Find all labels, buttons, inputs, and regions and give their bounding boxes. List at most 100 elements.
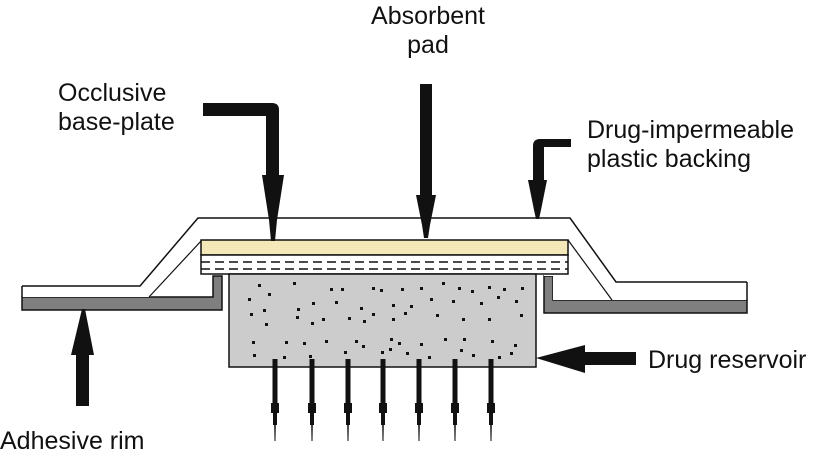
arrow-occlusive-base-plate (203, 103, 284, 241)
microneedle (487, 359, 495, 441)
drug-particles (248, 282, 524, 359)
drug-particle (420, 343, 423, 346)
drug-particle (372, 287, 375, 290)
arrow-plastic-backing (528, 139, 571, 219)
drug-particle (389, 348, 392, 351)
label-backing-line2: plastic backing (587, 145, 751, 173)
drug-particle (263, 309, 266, 312)
label-absorbent-pad: Absorbent pad (363, 2, 493, 60)
drug-particle (363, 320, 366, 323)
microneedle (271, 359, 279, 441)
drug-particle (297, 308, 300, 311)
drug-particle (463, 338, 466, 341)
microneedle (379, 359, 387, 441)
label-drug-reservoir: Drug reservoir (648, 346, 807, 374)
occlusive-base-plate (200, 254, 569, 275)
drug-particle (253, 354, 256, 357)
label-backing-line1: Drug-impermeable (587, 116, 795, 144)
microneedle (344, 359, 352, 441)
drug-particle (444, 338, 447, 341)
drug-particle (460, 349, 463, 352)
backing-inner-line (148, 239, 203, 298)
drug-particle (392, 304, 395, 307)
drug-particle (285, 341, 288, 344)
backing-outer-line (22, 217, 747, 287)
drug-particle (515, 300, 518, 303)
arrow-adhesive-rim (71, 309, 94, 406)
drug-particle (250, 313, 253, 316)
drug-particle (322, 318, 325, 321)
drug-particle (520, 314, 523, 317)
label-occlusive-base-plate: Occlusive base-plate (58, 79, 175, 137)
label-adhesive-rim: Adhesive rim (0, 427, 145, 455)
drug-particle (406, 352, 409, 355)
drug-particle (472, 354, 475, 357)
drug-particle (330, 288, 333, 291)
adhesive-rim-left (21, 275, 223, 311)
drug-particle (503, 288, 506, 291)
drug-particle (362, 345, 365, 348)
drug-particle (398, 342, 401, 345)
plastic-backing (22, 218, 747, 300)
arrow-drug-reservoir (536, 345, 636, 373)
drug-particle (430, 298, 433, 301)
drug-particle (283, 356, 286, 359)
label-occlusive-line2: base-plate (58, 108, 175, 136)
drug-particle (258, 284, 261, 287)
drug-particle (248, 298, 251, 301)
microneedle (415, 359, 423, 441)
drug-particle (311, 322, 314, 325)
label-plastic-backing: Drug-impermeable plastic backing (587, 116, 794, 174)
microneedles (271, 359, 495, 441)
drug-particle (428, 356, 431, 359)
drug-particle (341, 288, 344, 291)
drug-particle (521, 287, 524, 290)
absorbent-pad (200, 239, 569, 256)
label-absorbent-pad-line1: Absorbent (371, 2, 485, 30)
drug-particle (312, 302, 315, 305)
label-occlusive-line1: Occlusive (58, 79, 167, 107)
drug-particle (335, 301, 338, 304)
drug-particle (497, 296, 500, 299)
microneedle (451, 359, 459, 441)
drug-particle (404, 312, 407, 315)
drug-particle (381, 351, 384, 354)
drug-particle (252, 341, 255, 344)
drug-particle (372, 313, 375, 316)
drug-particle (348, 317, 351, 320)
drug-particle (514, 344, 517, 347)
drug-particle (442, 282, 445, 285)
drug-particle (392, 318, 395, 321)
drug-particle (488, 286, 491, 289)
drug-particle (436, 314, 439, 317)
drug-particle (401, 288, 404, 291)
drug-particle (390, 338, 393, 341)
microneedle (308, 359, 316, 441)
drug-particle (380, 289, 383, 292)
drug-particle (491, 340, 494, 343)
drug-particle (303, 342, 306, 345)
drug-particle (488, 318, 491, 321)
drug-particle (480, 302, 483, 305)
drug-particle (293, 282, 296, 285)
drug-particle (452, 300, 455, 303)
drug-particle (410, 305, 413, 308)
drug-particle (420, 287, 423, 290)
drug-particle (268, 293, 271, 296)
drug-particle (296, 316, 299, 319)
drug-particle (471, 290, 474, 293)
drug-particle (344, 351, 347, 354)
drug-particle (458, 287, 461, 290)
drug-particle (325, 340, 328, 343)
drug-particle (355, 340, 358, 343)
drug-particle (498, 356, 501, 359)
backing-inner-line-right (567, 239, 613, 301)
arrow-absorbent-pad (416, 84, 436, 238)
label-absorbent-pad-line2: pad (407, 31, 449, 59)
drug-particle (462, 318, 465, 321)
drug-particle (360, 307, 363, 310)
drug-particle (265, 323, 268, 326)
drug-particle (510, 352, 513, 355)
drug-particle (309, 355, 312, 358)
